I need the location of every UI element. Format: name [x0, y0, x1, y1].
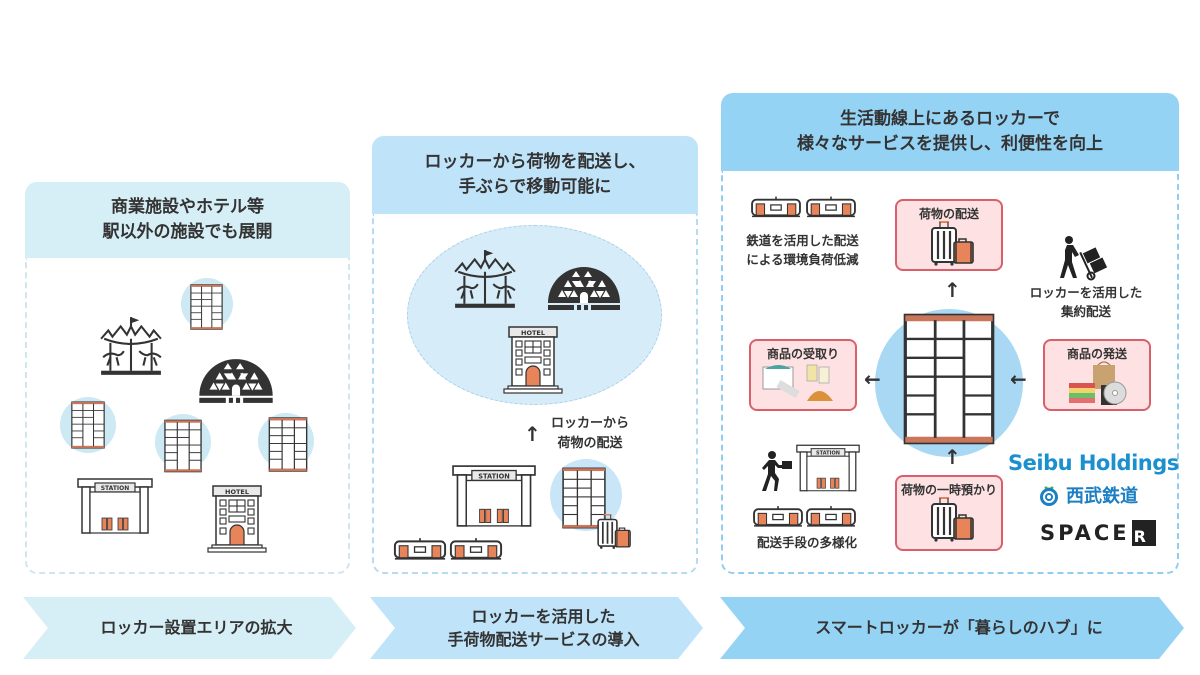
carousel-icon [452, 249, 518, 311]
service-product-shipping: 商品の発送 [1043, 339, 1151, 411]
title-line: 駅以外の施設でも展開 [102, 222, 273, 242]
arrow-label-line: ロッカーから [551, 416, 630, 431]
title-line: 様々なサービスを提供し、利便性を向上 [797, 134, 1103, 154]
station-icon [77, 478, 153, 534]
service-product-pickup: 商品の受取り [749, 339, 857, 411]
dome-icon [544, 263, 624, 315]
arrow-label: ロッカーから 荷物の配送 [551, 414, 629, 453]
locker-icon [268, 417, 308, 472]
rail-delivery-label: 鉄道を活用した配送 による環境負荷低減 [740, 232, 865, 270]
service-label: 荷物の一時預かり [900, 483, 997, 497]
hotel-icon [207, 485, 267, 553]
arrow-up-bottom-icon: ↑ [944, 445, 961, 469]
arrow-left-icon: ← [864, 367, 881, 391]
service-label: 商品の受取り [766, 347, 839, 361]
step-3-label: スマートロッカーが「暮らしのハブ」に [720, 597, 1184, 659]
dome-icon [195, 355, 277, 408]
rail-delivery-line: による環境負荷低減 [746, 251, 859, 267]
arrow-left-in-icon: ← [1010, 367, 1027, 391]
locker-icon [190, 284, 223, 330]
step-2-label: ロッカーを活用した手荷物配送サービスの導入 [370, 597, 703, 659]
title-line: ロッカーから荷物を配送し、 [424, 152, 646, 173]
train-icon [449, 537, 503, 561]
step-label-line: スマートロッカーが「暮らしのハブ」に [815, 618, 1103, 638]
locker-icon [164, 418, 202, 474]
locker-icon [71, 399, 105, 451]
service-label: 商品の発送 [1066, 347, 1127, 361]
spacer-mark: R [1131, 520, 1156, 546]
groceries-icon [762, 364, 833, 401]
spacer-text: SPACE [1040, 521, 1130, 545]
step-1-label: ロッカー設置エリアの拡大 [23, 597, 356, 659]
panel-area-expansion: 商業施設やホテル等駅以外の施設でも展開 [25, 182, 350, 574]
step-label-line: ロッカー設置エリアの拡大 [100, 618, 293, 638]
chevron-shape [23, 597, 356, 659]
hand-truck-courier-icon [1060, 236, 1108, 281]
hotel-icon [503, 326, 563, 394]
station-icon [451, 465, 537, 527]
chevron-shape [370, 597, 703, 659]
diversified-delivery-label: 配送手段の多様化 [756, 535, 857, 550]
step-label-line: 手荷物配送サービスの導入 [447, 630, 640, 649]
train-icon [753, 505, 803, 528]
service-luggage-storage: 荷物の一時預かり [895, 475, 1003, 551]
runner-courier-icon [762, 451, 792, 491]
luggage-icon [594, 514, 632, 550]
title-line: 商業施設やホテル等 [111, 197, 264, 218]
books-disc-icon [1069, 361, 1127, 405]
carousel-icon [98, 316, 164, 378]
train-icon [393, 537, 447, 561]
station-icon [796, 444, 860, 492]
luggage-icon [930, 221, 975, 267]
arrow-label-line: 荷物の配送 [557, 435, 623, 451]
panel-1-title: 商業施設やホテル等駅以外の施設でも展開 [25, 182, 350, 258]
service-label: 荷物の配送 [918, 207, 979, 221]
train-icon [751, 195, 801, 219]
consolidated-line: ロッカーを活用した [1029, 285, 1143, 300]
step-1-chevron: ロッカー設置エリアの拡大 [23, 597, 356, 659]
chevron-shape [720, 597, 1184, 659]
arrow-up-top-icon: ↑ [944, 278, 961, 302]
rail-delivery-line: 鉄道を活用した配送 [746, 233, 859, 248]
step-3-chevron: スマートロッカーが「暮らしのハブ」に [720, 597, 1184, 659]
train-icon [806, 195, 856, 219]
seibu-railway-logo: 西武鉄道 [1038, 482, 1138, 508]
seibu-holdings-logo: Seibu Holdings [1008, 451, 1179, 475]
up-arrow-icon: ↑ [524, 422, 541, 446]
consolidated-delivery-label: ロッカーを活用した 集約配送 [1016, 284, 1156, 322]
luggage-icon [930, 497, 975, 543]
panel-3-title: 生活動線上にあるロッカーで様々なサービスを提供し、利便性を向上 [721, 93, 1179, 171]
consolidated-line: 集約配送 [1060, 303, 1111, 319]
panel-2-title: ロッカーから荷物を配送し、手ぶらで移動可能に [372, 136, 698, 214]
step-label-line: ロッカーを活用した [471, 606, 616, 626]
service-luggage-delivery: 荷物の配送 [895, 199, 1003, 271]
title-line: 手ぶらで移動可能に [458, 177, 612, 197]
locker-hub-icon [903, 313, 995, 445]
step-2-chevron: ロッカーを活用した手荷物配送サービスの導入 [370, 597, 703, 659]
seibu-railway-emblem-icon [1040, 486, 1058, 506]
train-icon [806, 505, 856, 528]
seibu-railway-name: 西武鉄道 [1066, 486, 1138, 507]
title-line: 生活動線上にあるロッカーで [840, 109, 1060, 130]
